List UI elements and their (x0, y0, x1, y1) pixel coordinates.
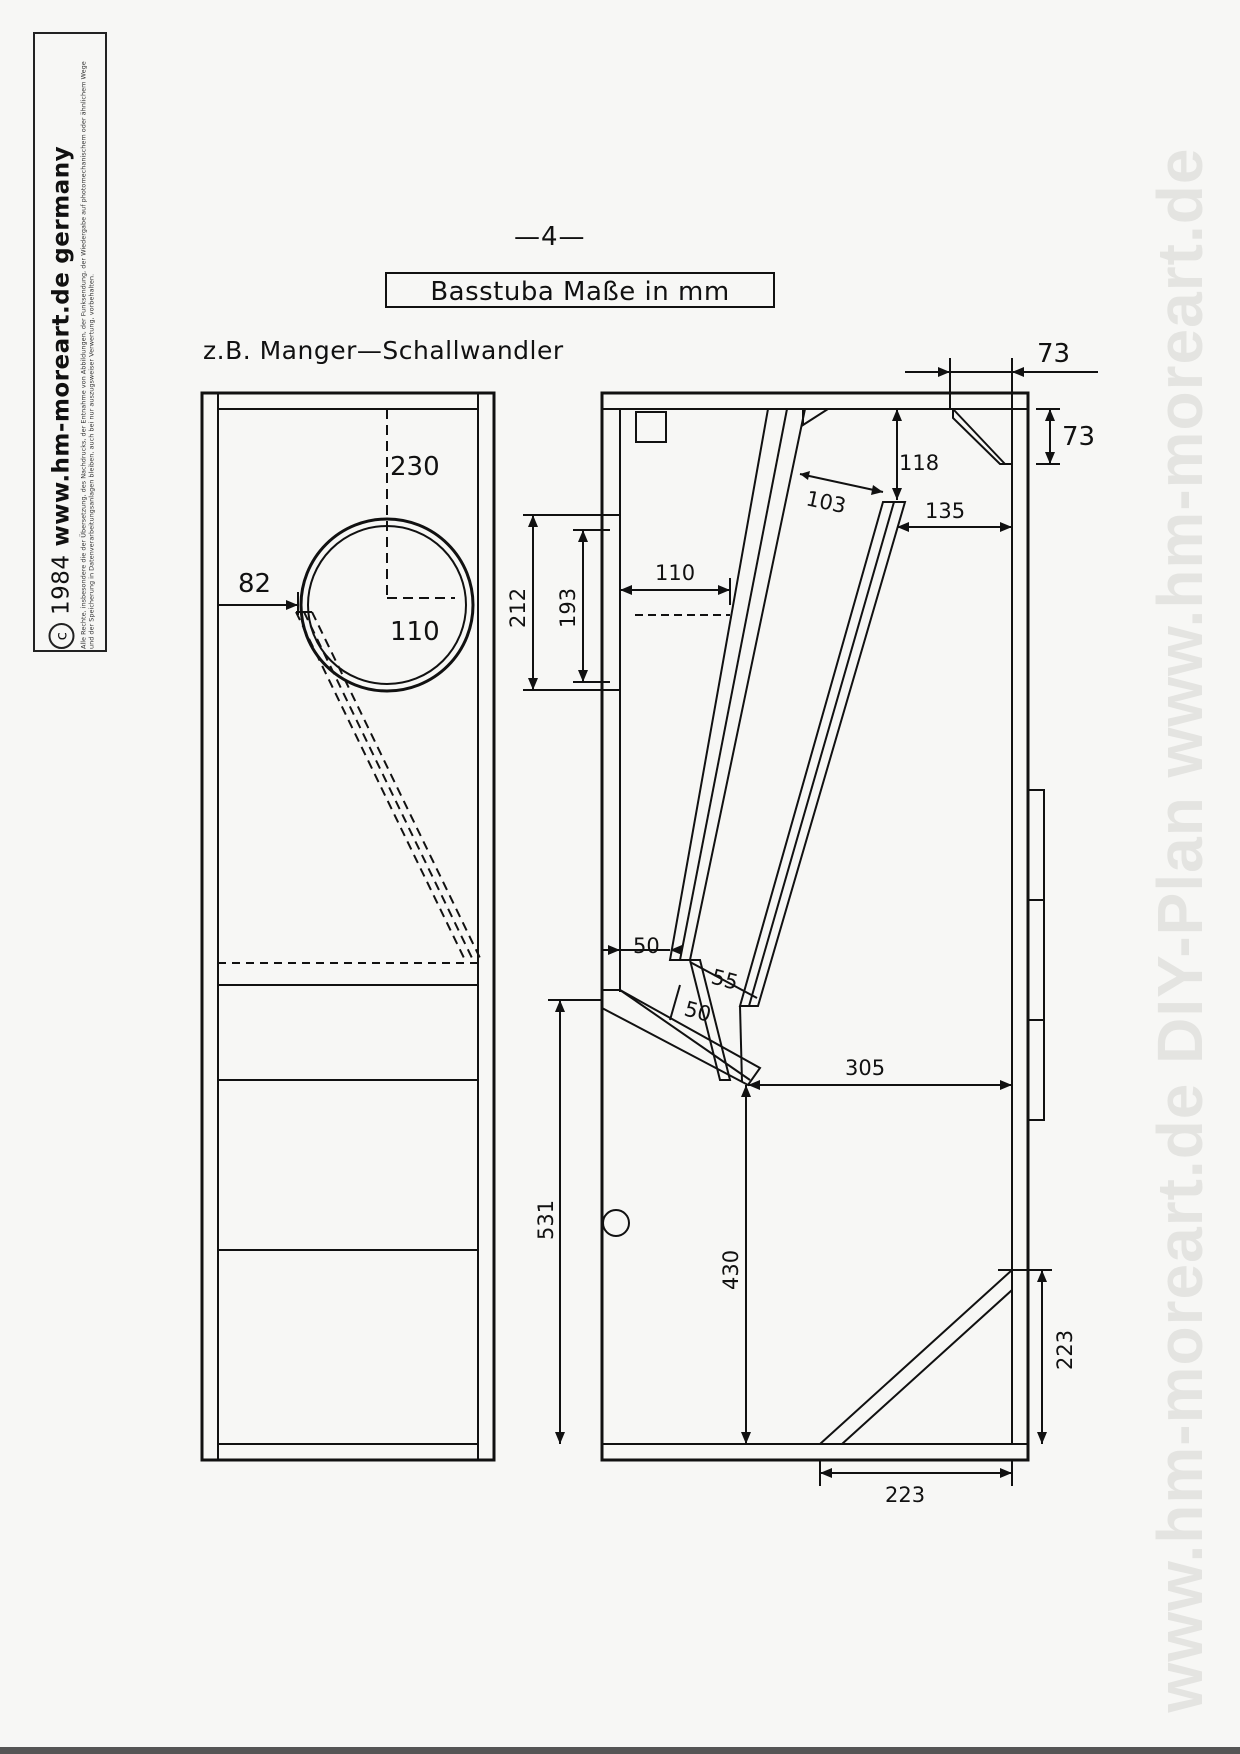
label-103: 103 (804, 486, 848, 518)
dimension-labels: 230 82 110 73 73 118 103 135 212 193 110… (238, 339, 1095, 1507)
bottom-rule (0, 1747, 1240, 1754)
bottom-right-brace (817, 1267, 1013, 1445)
label-135: 135 (925, 499, 965, 523)
label-110-side: 110 (655, 561, 695, 585)
drawing-subtitle: z.B. Manger—Schallwandler (203, 336, 564, 365)
label-223-right: 223 (1053, 1330, 1077, 1370)
label-82: 82 (238, 569, 271, 599)
label-73-top: 73 (1037, 339, 1070, 369)
hidden-wall-line-3 (311, 611, 481, 959)
label-230: 230 (390, 452, 440, 482)
label-193: 193 (556, 588, 580, 628)
label-430: 430 (719, 1250, 743, 1290)
side-view (523, 358, 1098, 1486)
label-223-bottom: 223 (885, 1483, 925, 1507)
label-212: 212 (506, 588, 530, 628)
sloped-baffle (601, 989, 762, 1087)
copyright-box: c 1984 www.hm-moreart.de germany Alle Re… (33, 32, 107, 652)
top-right-brace (952, 408, 1013, 465)
label-305: 305 (845, 1056, 885, 1080)
front-view (200, 391, 496, 1462)
label-50-left: 50 (633, 934, 660, 958)
drawing-title: Basstuba Maße in mm (385, 272, 775, 308)
label-118: 118 (899, 451, 939, 475)
top-small-triangle (802, 408, 832, 427)
side-outline (600, 391, 1030, 1462)
driver-outer-circle (299, 517, 475, 693)
label-110-front: 110 (390, 617, 440, 647)
port-circle (602, 1209, 630, 1237)
label-50-lower: 50 (682, 997, 714, 1027)
horn-panel-inner (668, 408, 807, 961)
horn-panel-outer (738, 501, 907, 1007)
label-55: 55 (709, 965, 741, 995)
front-outline (200, 391, 496, 1462)
horn-foot (688, 959, 732, 1081)
back-strip (1027, 789, 1045, 1121)
page-number: —4— (514, 222, 586, 252)
label-73-right: 73 (1062, 422, 1095, 452)
hidden-wall-line-2 (303, 611, 473, 959)
label-531: 531 (534, 1200, 558, 1240)
hidden-wall-line-1 (295, 611, 465, 959)
corner-block (635, 411, 667, 443)
driver-inner-circle (307, 525, 467, 685)
